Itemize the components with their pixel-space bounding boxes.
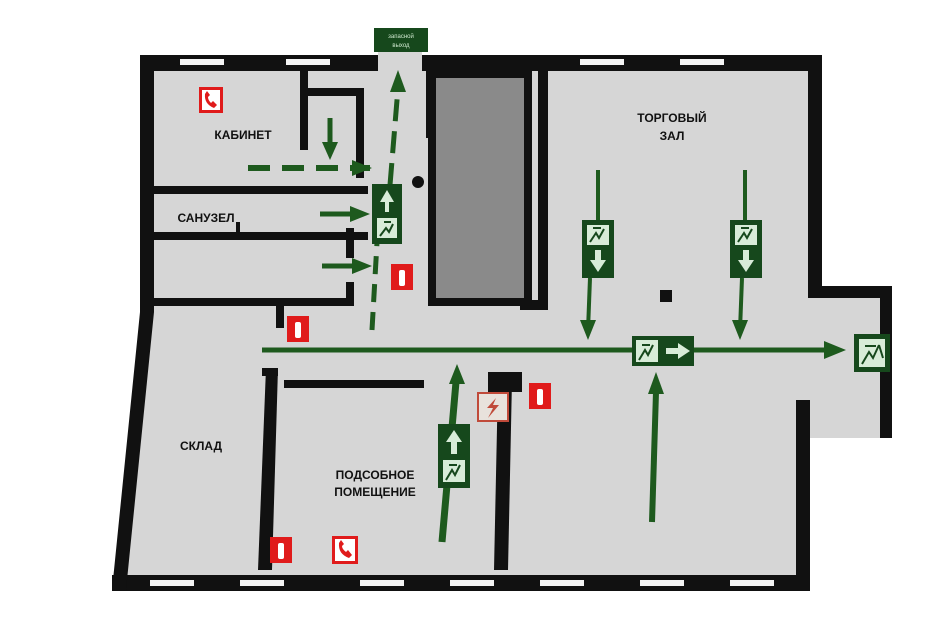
room-label-office: КАБИНЕТ [214,128,272,142]
running-man-exit-icon [589,227,605,243]
exit-sign-main [632,336,694,366]
running-man-exit-icon [379,221,394,237]
column-square [660,290,672,302]
arrow-right-office [352,160,372,176]
exit-sign-line2: выход [392,43,410,49]
electric-panel-icon [477,392,509,422]
arrow-down-hall-right [732,320,748,340]
arrow-down-icon [590,250,606,272]
stair-block [428,70,532,306]
route-arrowheads [322,70,846,394]
exit-sign-east [854,334,890,372]
arrow-right-icon [666,343,690,359]
phone-icon [332,536,358,564]
room-label-trade-hall-1: ТОРГОВЫЙ [637,110,706,125]
arrow-down-office [322,142,338,160]
windows-top [180,59,724,65]
arrow-up-icon [380,190,394,212]
running-man-exit-icon [737,227,753,243]
fire-extinguisher-icon [287,316,309,342]
fire-extinguisher-icon [529,383,551,409]
arrow-down-icon [738,250,754,272]
running-man-exit-icon [445,464,461,481]
exit-sign-line1: запасной [388,33,414,40]
windows-bottom [150,580,774,586]
running-man-exit-icon [861,344,884,365]
phone-icon [199,87,223,113]
room-label-utility-2: ПОМЕЩЕНИЕ [334,485,416,499]
arrow-down-hall-left [580,320,596,340]
fire-extinguisher-icon [391,264,413,290]
arrow-up-icon [446,430,462,454]
room-label-trade-hall-2: ЗАЛ [660,129,685,143]
room-label-utility-1: ПОДСОБНОЕ [336,468,415,482]
exit-sign-utility [438,424,470,488]
arrow-right-restroom [350,206,370,222]
emergency-exit-opening [378,52,422,74]
arrow-up-hall [648,372,664,394]
arrow-up-exit [390,70,406,92]
room-label-restroom: САНУЗЕЛ [177,211,234,225]
column-dot [412,176,424,188]
exit-sign-corridor [372,184,402,244]
fire-extinguisher-icon [270,537,292,563]
arrow-right-lower [352,258,372,274]
exit-sign-hall-left [582,220,614,278]
panel-niche [488,372,522,392]
room-label-storage: СКЛАД [180,439,223,453]
arrow-up-utility [449,364,465,384]
exit-sign-hall-right [730,220,762,278]
exit-sign-top: запасной выход [374,28,428,52]
arrow-right-exit [824,341,846,359]
running-man-exit-icon [638,344,654,361]
